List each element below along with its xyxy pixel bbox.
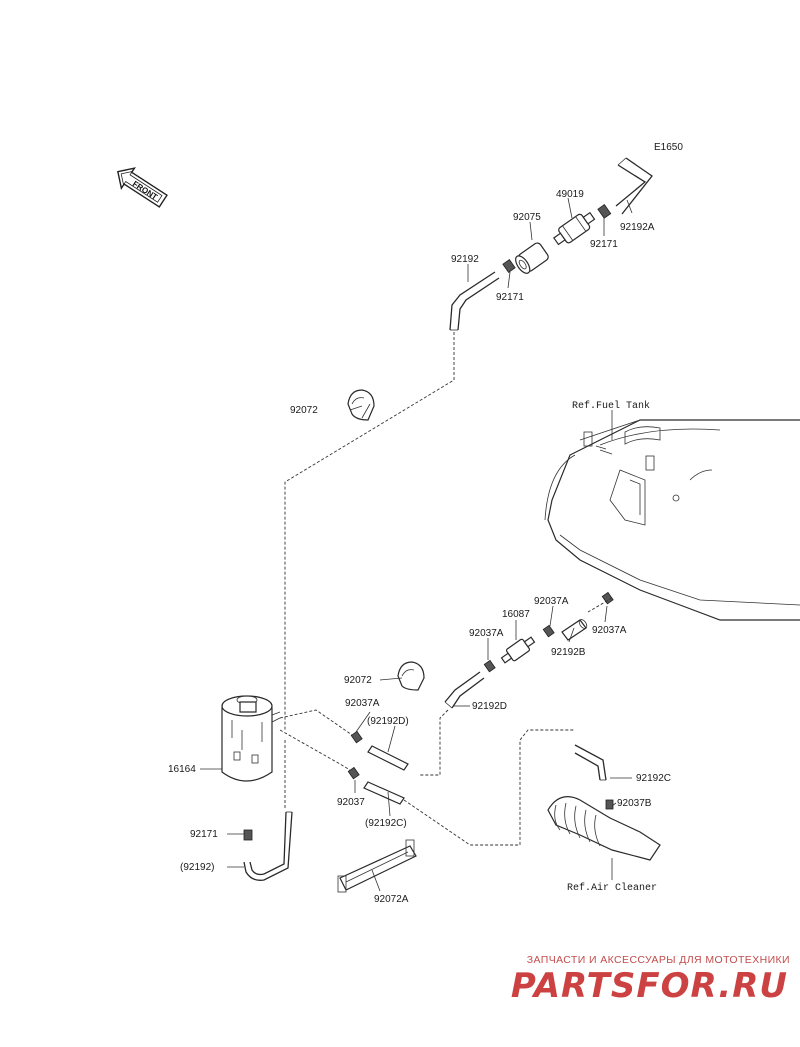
label-92037A-left: 92037A	[345, 698, 380, 709]
label-92192-paren: (92192)	[180, 862, 214, 873]
hose-92192-lower	[243, 811, 293, 881]
clamp-92037A-tank	[601, 591, 614, 605]
clamp-92037A-right	[542, 624, 555, 638]
clamp-92171-low	[243, 829, 253, 841]
label-92037A-tank: 92037A	[592, 625, 627, 636]
ref-air-cleaner: Ref.Air Cleaner	[567, 882, 657, 894]
label-92072A: 92072A	[374, 894, 409, 905]
label-92037: 92037	[337, 797, 365, 808]
leader-lines	[200, 197, 633, 892]
fuel-filter-49019	[553, 211, 596, 246]
watermark-tagline: ЗАПЧАСТИ И АКСЕССУАРЫ ДЛЯ МОТОТЕХНИКИ	[526, 954, 790, 966]
label-92171-top: 92171	[590, 239, 618, 250]
label-92192A: 92192A	[620, 222, 655, 233]
clamp-92171-mid	[502, 259, 516, 273]
strap-92072A	[337, 839, 417, 893]
label-92072-top: 92072	[290, 405, 318, 416]
clamp-92171-top	[597, 204, 612, 219]
label-92171-low: 92171	[190, 829, 218, 840]
clamp-92037	[347, 766, 360, 780]
clamp-92037A-left	[350, 730, 363, 744]
hose-92192D	[444, 671, 485, 709]
hose-92192A	[615, 157, 653, 215]
diagram-code: E1650	[654, 142, 683, 153]
ref-fuel-tank: Ref.Fuel Tank	[572, 400, 650, 412]
label-92037A-mid: 92037A	[469, 628, 504, 639]
check-valve-16087	[500, 636, 536, 664]
hose-92192C-short	[363, 781, 405, 805]
label-92192C: 92192C	[636, 773, 671, 784]
front-arrow-icon: FRONT	[117, 167, 168, 208]
label-92075: 92075	[513, 212, 541, 223]
clamp-92072-top	[347, 389, 375, 421]
air-cleaner-duct	[547, 796, 661, 861]
joint-92075	[515, 242, 549, 274]
label-92037A-right: 92037A	[534, 596, 569, 607]
clamp-92037A-mid	[483, 659, 496, 673]
hose-92192	[449, 271, 500, 331]
watermark-logo: PARTSFOR.RU	[510, 966, 788, 1006]
fuel-tank	[544, 419, 800, 621]
label-92072-mid: 92072	[344, 675, 372, 686]
label-92192C-paren: (92192C)	[365, 818, 407, 829]
hose-92192C	[574, 744, 607, 781]
clamp-92037B	[605, 799, 614, 810]
label-49019: 49019	[556, 189, 584, 200]
canister-16164	[221, 695, 281, 782]
label-16164: 16164	[168, 764, 196, 775]
hose-92192B	[561, 619, 588, 641]
hose-92192D-short	[367, 745, 409, 771]
label-92037B: 92037B	[617, 798, 652, 809]
label-92192D: 92192D	[472, 701, 507, 712]
label-92192D-paren: (92192D)	[367, 716, 409, 727]
label-92171-mid: 92171	[496, 292, 524, 303]
part-labels: 49019 92075 92192A 92171 92192 92171 920…	[168, 189, 671, 905]
label-92192: 92192	[451, 254, 479, 265]
clamp-92072-mid	[397, 661, 425, 691]
label-92192B: 92192B	[551, 647, 586, 658]
label-16087: 16087	[502, 609, 530, 620]
